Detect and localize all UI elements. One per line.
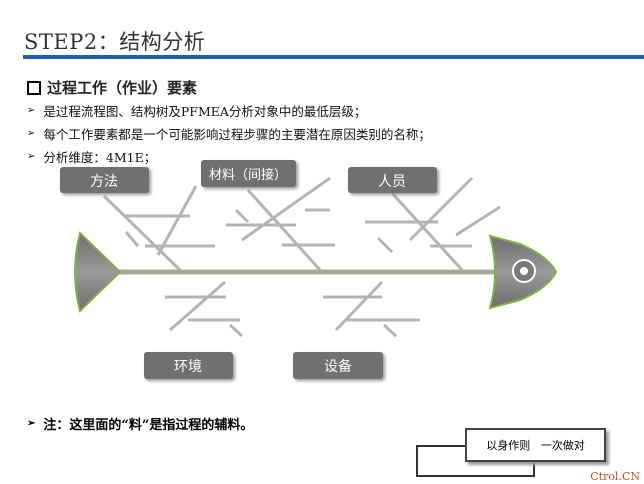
arrow-bullet-icon: ➢	[27, 151, 36, 162]
label-box-method	[60, 167, 149, 193]
section-heading: 过程工作（作业）要素	[27, 77, 197, 98]
fish-bones-lower	[165, 280, 420, 338]
bullet-text: 每个工作要素都是一个可能影响过程步骤的主要潜在原因类别的名称；	[43, 127, 431, 142]
section-heading-text: 过程工作（作业）要素	[47, 79, 198, 97]
label-people: 人员	[378, 174, 406, 190]
label-box-environment	[144, 352, 233, 379]
bullet-text: 分析维度：4M1E；	[43, 150, 157, 165]
label-box-equipment	[293, 352, 383, 379]
note: ➢ 注：这里面的“料”是指过程的辅料。	[27, 414, 253, 433]
label-material: 材料（间接）	[209, 167, 287, 183]
arrow-bullet-icon: ➢	[27, 105, 36, 116]
label-environment: 环境	[174, 359, 202, 375]
label-box-material	[201, 160, 296, 187]
bullet-item: ➢ 每个工作要素都是一个可能影响过程步骤的主要潜在原因类别的名称；	[27, 124, 431, 143]
bullet-item: ➢ 是过程流程图、结构树及PFMEA分析对象中的最低层级；	[27, 101, 366, 120]
title-underline	[23, 55, 644, 59]
label-equipment: 设备	[324, 358, 352, 375]
label-method: 方法	[90, 174, 118, 190]
bullet-text: 是过程流程图、结构树及PFMEA分析对象中的最低层级；	[43, 104, 367, 119]
motto-box: 以身作则 一次做对	[465, 428, 606, 462]
checkbox-square-icon	[27, 80, 41, 95]
fish-bones	[102, 176, 501, 272]
note-text: 注：这里面的“料”是指过程的辅料。	[43, 418, 254, 433]
fish-tail	[74, 231, 122, 313]
arrow-bullet-icon: ➢	[27, 418, 36, 429]
bullet-item: ➢ 分析维度：4M1E；	[27, 147, 156, 166]
arrow-bullet-icon: ➢	[27, 128, 36, 139]
brand-watermark: Ctrol.CN	[590, 470, 640, 483]
label-box-people	[348, 167, 437, 193]
page-title: STEP2：结构分析	[24, 30, 206, 54]
